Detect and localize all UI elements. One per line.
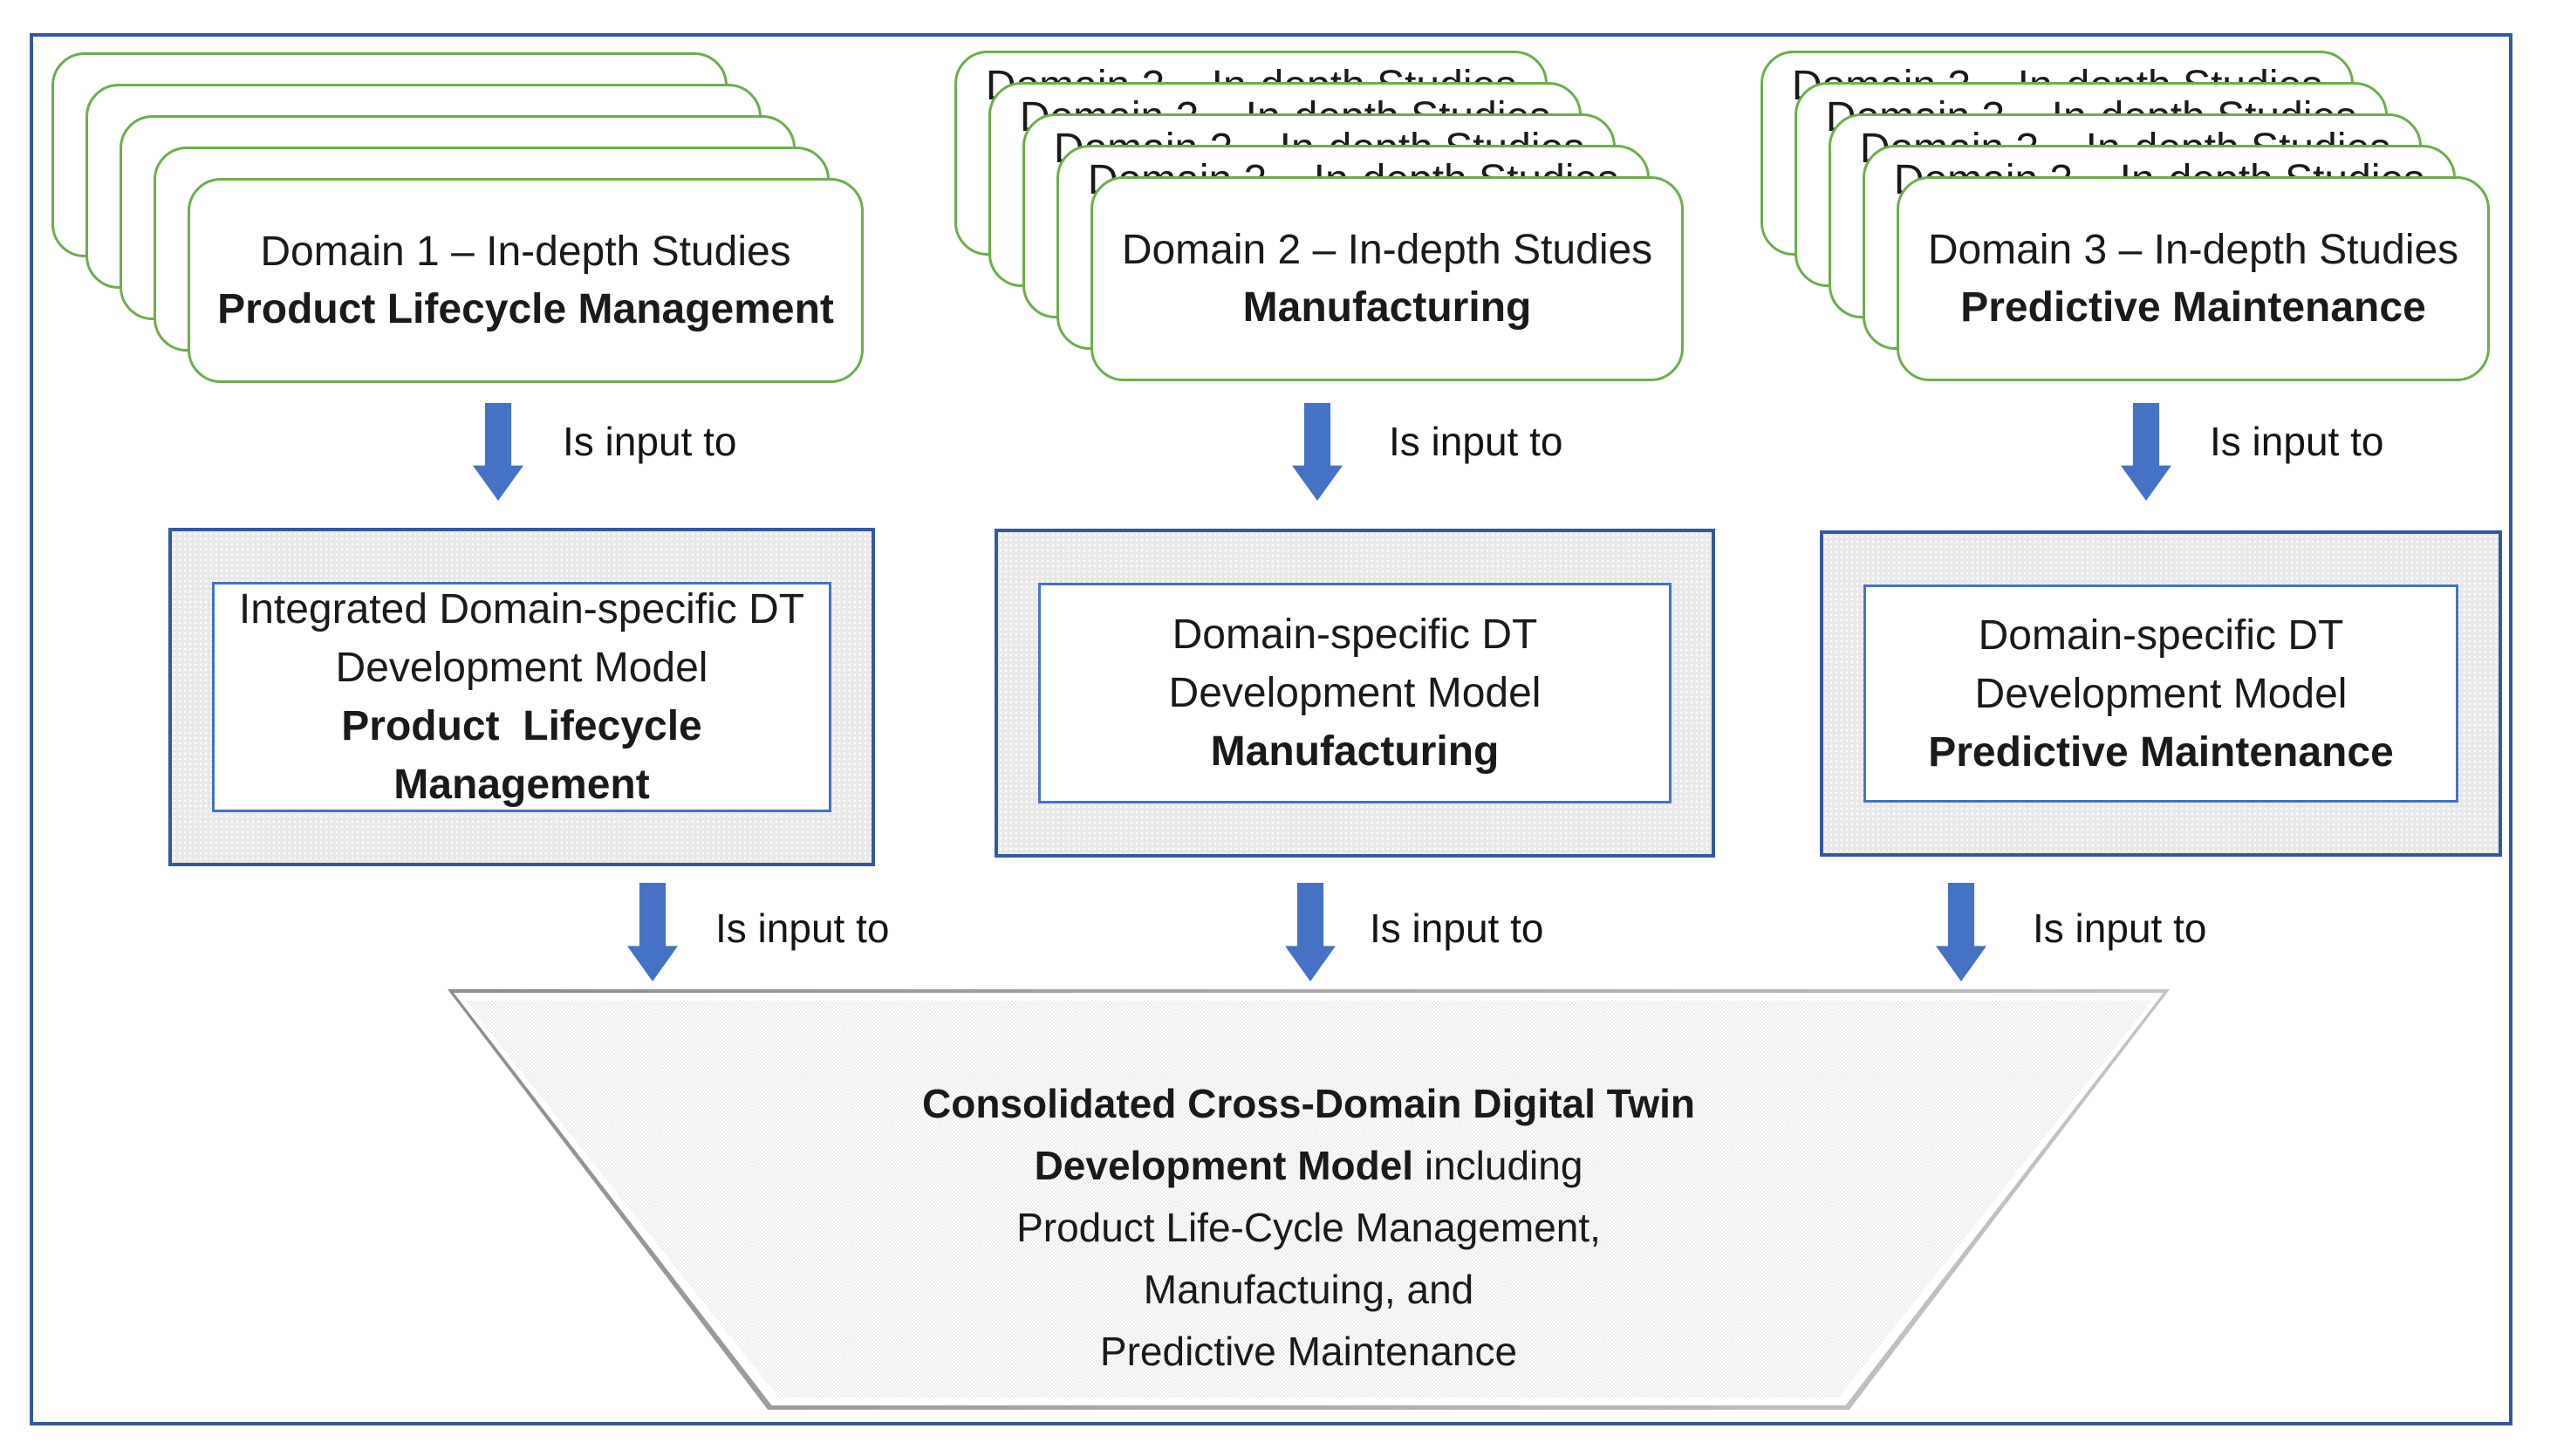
dt-model-line2: Development Model — [1168, 670, 1542, 716]
funnel-line1: Consolidated Cross-Domain Digital Twin — [922, 1081, 1695, 1126]
stack-card-text: Domain 2 – In-depth Studies Manufacturin… — [1093, 179, 1681, 379]
is-input-to-label: Is input to — [1389, 419, 1563, 464]
dt-model-line1: Integrated Domain-specific DT — [238, 586, 805, 632]
funnel-line2-bold: Development Model — [1034, 1143, 1414, 1188]
funnel-line2-rest: including — [1413, 1143, 1583, 1188]
dt-model-domain: Manufacturing — [1210, 728, 1500, 775]
is-input-to-label: Is input to — [715, 906, 890, 951]
dt-model-box-domain3: Domain-specific DT Development Model Pre… — [1820, 530, 2502, 857]
funnel-line5: Predictive Maintenance — [1099, 1329, 1518, 1374]
domain-studies-title: Domain 2 – In-depth Studies — [1121, 226, 1653, 273]
domain-studies-title: Domain 1 – In-depth Studies — [260, 228, 791, 275]
dt-model-box-inner: Domain-specific DT Development Model Pre… — [1863, 584, 2458, 803]
stack-front-card: Domain 1 – In-depth Studies Product Life… — [188, 178, 864, 383]
dt-model-box-inner: Integrated Domain-specific DT Developmen… — [212, 582, 831, 812]
is-input-to-label: Is input to — [563, 419, 737, 464]
dt-model-box-domain2: Domain-specific DT Development Model Man… — [995, 529, 1715, 858]
dt-model-line1: Domain-specific DT — [1172, 612, 1538, 658]
domain-studies-subtitle: Product Lifecycle Management — [217, 285, 834, 332]
funnel-line3: Product Life-Cycle Management, — [1016, 1205, 1601, 1250]
dt-model-box-inner: Domain-specific DT Development Model Man… — [1038, 583, 1672, 803]
consolidated-model-funnel: Consolidated Cross-Domain Digital Twin D… — [448, 989, 2170, 1410]
domain-studies-title: Domain 3 – In-depth Studies — [1927, 226, 2459, 273]
stack-front-card: Domain 3 – In-depth Studies Predictive M… — [1897, 176, 2490, 381]
is-input-to-label: Is input to — [2210, 419, 2384, 464]
stack-front-card: Domain 2 – In-depth Studies Manufacturin… — [1090, 176, 1684, 381]
domain-studies-subtitle: Predictive Maintenance — [1960, 284, 2426, 331]
funnel-fill — [465, 1001, 2152, 1398]
dt-model-domain: Product Lifecycle Management — [341, 703, 702, 808]
funnel-text: Consolidated Cross-Domain Digital Twin D… — [448, 1073, 2170, 1383]
dt-model-domain: Predictive Maintenance — [1928, 728, 2394, 776]
dt-model-line2: Development Model — [1974, 670, 2348, 717]
dt-model-box-domain1: Integrated Domain-specific DT Developmen… — [168, 528, 875, 866]
is-input-to-label: Is input to — [1370, 906, 1544, 951]
diagram-frame — [30, 33, 2512, 1425]
is-input-to-label: Is input to — [2033, 906, 2207, 951]
stack-card-text: Domain 3 – In-depth Studies Predictive M… — [1899, 179, 2487, 379]
dt-model-line2: Development Model — [335, 645, 708, 691]
funnel-line2: Development Model including — [448, 1135, 2170, 1197]
dt-model-line1: Domain-specific DT — [1978, 612, 2344, 659]
stack-card-text: Domain 1 – In-depth Studies Product Life… — [190, 181, 861, 380]
funnel-line4: Manufactuing, and — [1143, 1267, 1474, 1312]
domain-studies-subtitle: Manufacturing — [1242, 284, 1532, 331]
